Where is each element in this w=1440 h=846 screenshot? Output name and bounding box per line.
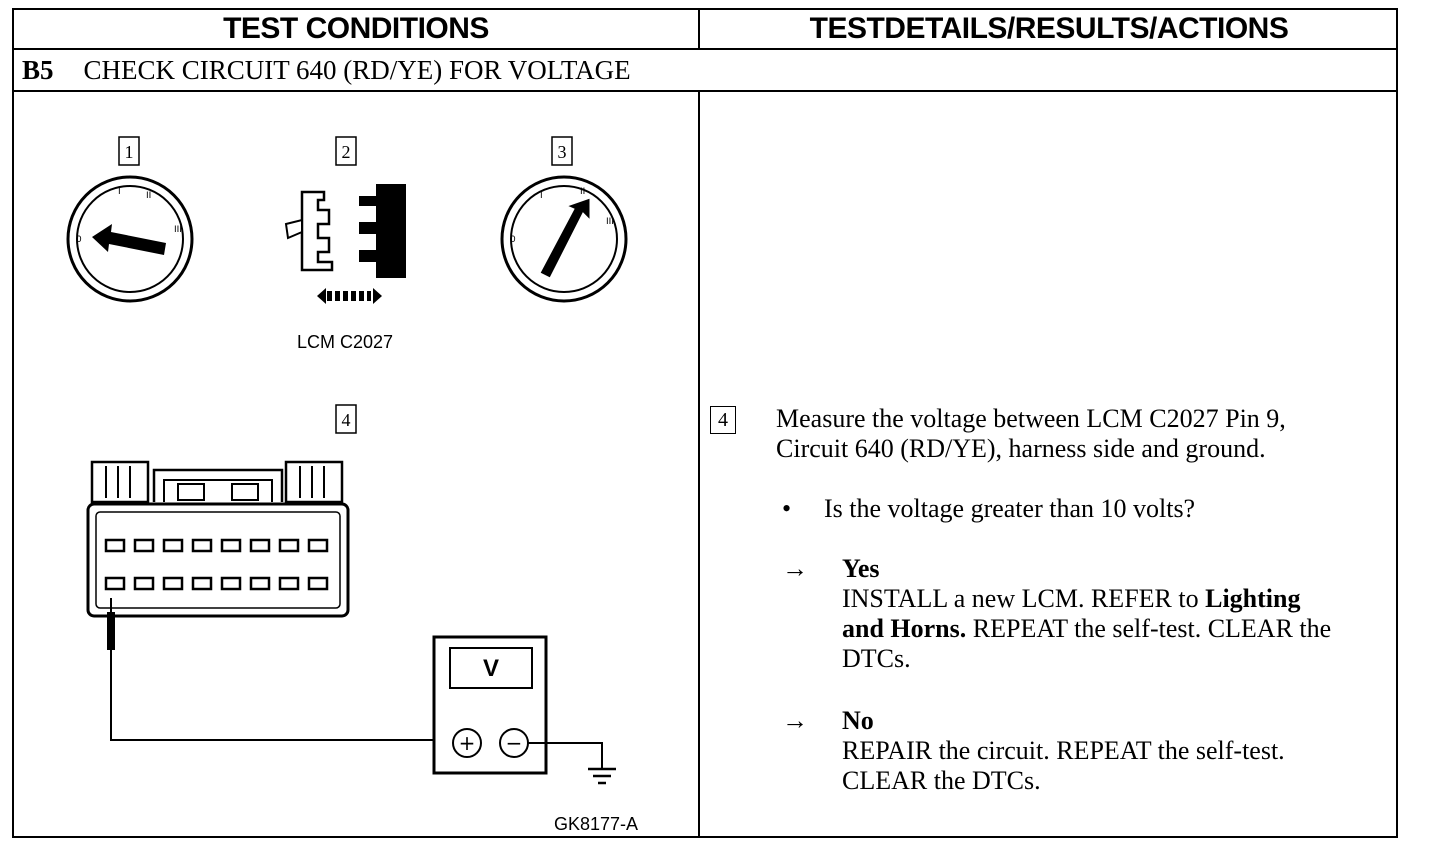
diagram-svg: 1 2 3 0 I II III [66, 136, 638, 834]
ground-lead-wire [528, 742, 603, 768]
no-answer-block: No REPAIR the circuit. REPEAT the self-t… [842, 706, 1402, 796]
yes-line-1: INSTALL a new LCM. REFER to Lighting [842, 584, 1301, 613]
ground-symbol-icon [588, 767, 616, 785]
header-column-divider [698, 10, 700, 50]
positive-terminal-label: + [459, 731, 476, 755]
callout-3-label: 3 [558, 142, 567, 162]
svg-text:I: I [118, 187, 121, 197]
voltmeter-icon: V + − [432, 635, 548, 775]
callout-1-label: 1 [125, 142, 134, 162]
connector-pin-cavity [249, 538, 271, 553]
no-arrow-icon: → [782, 706, 808, 735]
connector-pin-cavity [307, 538, 329, 553]
test-probe-icon [107, 598, 115, 650]
header-test-details: TESTDETAILS/RESULTS/ACTIONS [809, 12, 1289, 45]
svg-text:III: III [606, 217, 614, 227]
voltmeter-label: V [483, 655, 499, 682]
procedure-table: TEST CONDITIONS TESTDETAILS/RESULTS/ACTI… [12, 8, 1398, 838]
question-row: • Is the voltage greater than 10 volts? [782, 494, 1195, 524]
connector-pin-cavity [191, 576, 213, 591]
test-conditions-diagram: 1 2 3 0 I II III [14, 92, 698, 838]
connector-pin-cavity [104, 538, 126, 553]
callout-1: 1 [118, 136, 140, 166]
bullet-icon: • [782, 494, 792, 523]
svg-text:0: 0 [76, 235, 82, 245]
ignition-switch-off-icon: 0 I II III [66, 175, 194, 303]
callout-4-label: 4 [342, 410, 351, 430]
instruction-line-2: Circuit 640 (RD/YE), harness side and gr… [776, 434, 1266, 463]
callout-4: 4 [335, 404, 357, 434]
callout-2-label: 2 [342, 142, 351, 162]
instruction-text: Measure the voltage between LCM C2027 Pi… [776, 404, 1386, 464]
connector-pin-cavity [220, 538, 242, 553]
test-lead-wire [110, 650, 434, 741]
connector-pin-cavity [249, 576, 271, 591]
no-line-2: CLEAR the DTCs. [842, 766, 1041, 795]
header-divider [14, 48, 1396, 50]
svg-text:II: II [146, 191, 151, 201]
body-column-divider [698, 92, 700, 838]
no-label: No [842, 706, 874, 735]
step-title: CHECK CIRCUIT 640 (RD/YE) FOR VOLTAGE [83, 54, 631, 85]
question-text: Is the voltage greater than 10 volts? [824, 494, 1196, 523]
header-test-conditions: TEST CONDITIONS [223, 12, 489, 45]
ignition-switch-run-icon: 0 I II III [500, 175, 628, 303]
instruction-line-1: Measure the voltage between LCM C2027 Pi… [776, 404, 1286, 433]
yes-arrow-icon: → [782, 554, 808, 583]
connector-pin-cavity [278, 576, 300, 591]
connector-pin-cavity [307, 576, 329, 591]
connector-pin-cavity [104, 576, 126, 591]
connector-pin-cavity [162, 538, 184, 553]
step-number: B5 [22, 54, 54, 85]
connector-label: LCM C2027 [297, 332, 393, 352]
connector-pin-cavity [162, 576, 184, 591]
svg-text:II: II [580, 187, 585, 197]
step-divider [14, 90, 1396, 92]
connector-pin-row-top [104, 538, 329, 553]
connector-pin-cavity [133, 538, 155, 553]
svg-text:I: I [540, 191, 543, 201]
callout-2: 2 [335, 136, 357, 166]
connector-pin-cavity [133, 576, 155, 591]
step-reference-box: 4 [710, 406, 736, 434]
negative-terminal-label: − [506, 731, 523, 755]
yes-label: Yes [842, 554, 880, 583]
figure-id: GK8177-A [554, 814, 638, 834]
svg-text:0: 0 [510, 235, 516, 245]
step-title-row: B5 CHECK CIRCUIT 640 (RD/YE) FOR VOLTAGE [14, 50, 631, 90]
yes-line-3: DTCs. [842, 644, 911, 673]
connector-disconnect-icon [284, 184, 406, 304]
no-line-1: REPAIR the circuit. REPEAT the self-test… [842, 736, 1285, 765]
connector-pin-cavity [278, 538, 300, 553]
yes-line-2: and Horns. REPEAT the self-test. CLEAR t… [842, 614, 1332, 643]
connector-pin-cavity [220, 576, 242, 591]
yes-answer-block: Yes INSTALL a new LCM. REFER to Lighting… [842, 554, 1402, 674]
connector-pin-row-bottom [104, 576, 329, 591]
test-details-column: 4 Measure the voltage between LCM C2027 … [700, 92, 1398, 838]
svg-text:III: III [174, 225, 182, 235]
connector-pin-cavity [191, 538, 213, 553]
callout-3: 3 [551, 136, 573, 166]
